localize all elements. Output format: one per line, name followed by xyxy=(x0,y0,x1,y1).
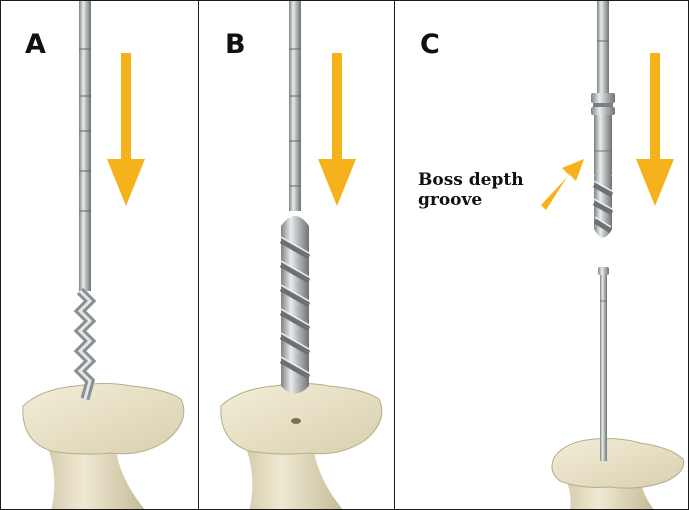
annotation-line-1: Boss depth xyxy=(418,170,524,190)
down-arrow-icon xyxy=(1,1,200,510)
panel-b: B xyxy=(198,0,396,510)
panel-c: C xyxy=(394,0,689,510)
panel-a: A xyxy=(0,0,200,510)
boss-depth-groove-label: Boss depth groove xyxy=(418,170,524,210)
annotation-line-2: groove xyxy=(418,190,524,210)
down-arrow-icon xyxy=(199,1,396,510)
pointer-arrow-icon xyxy=(395,1,689,510)
